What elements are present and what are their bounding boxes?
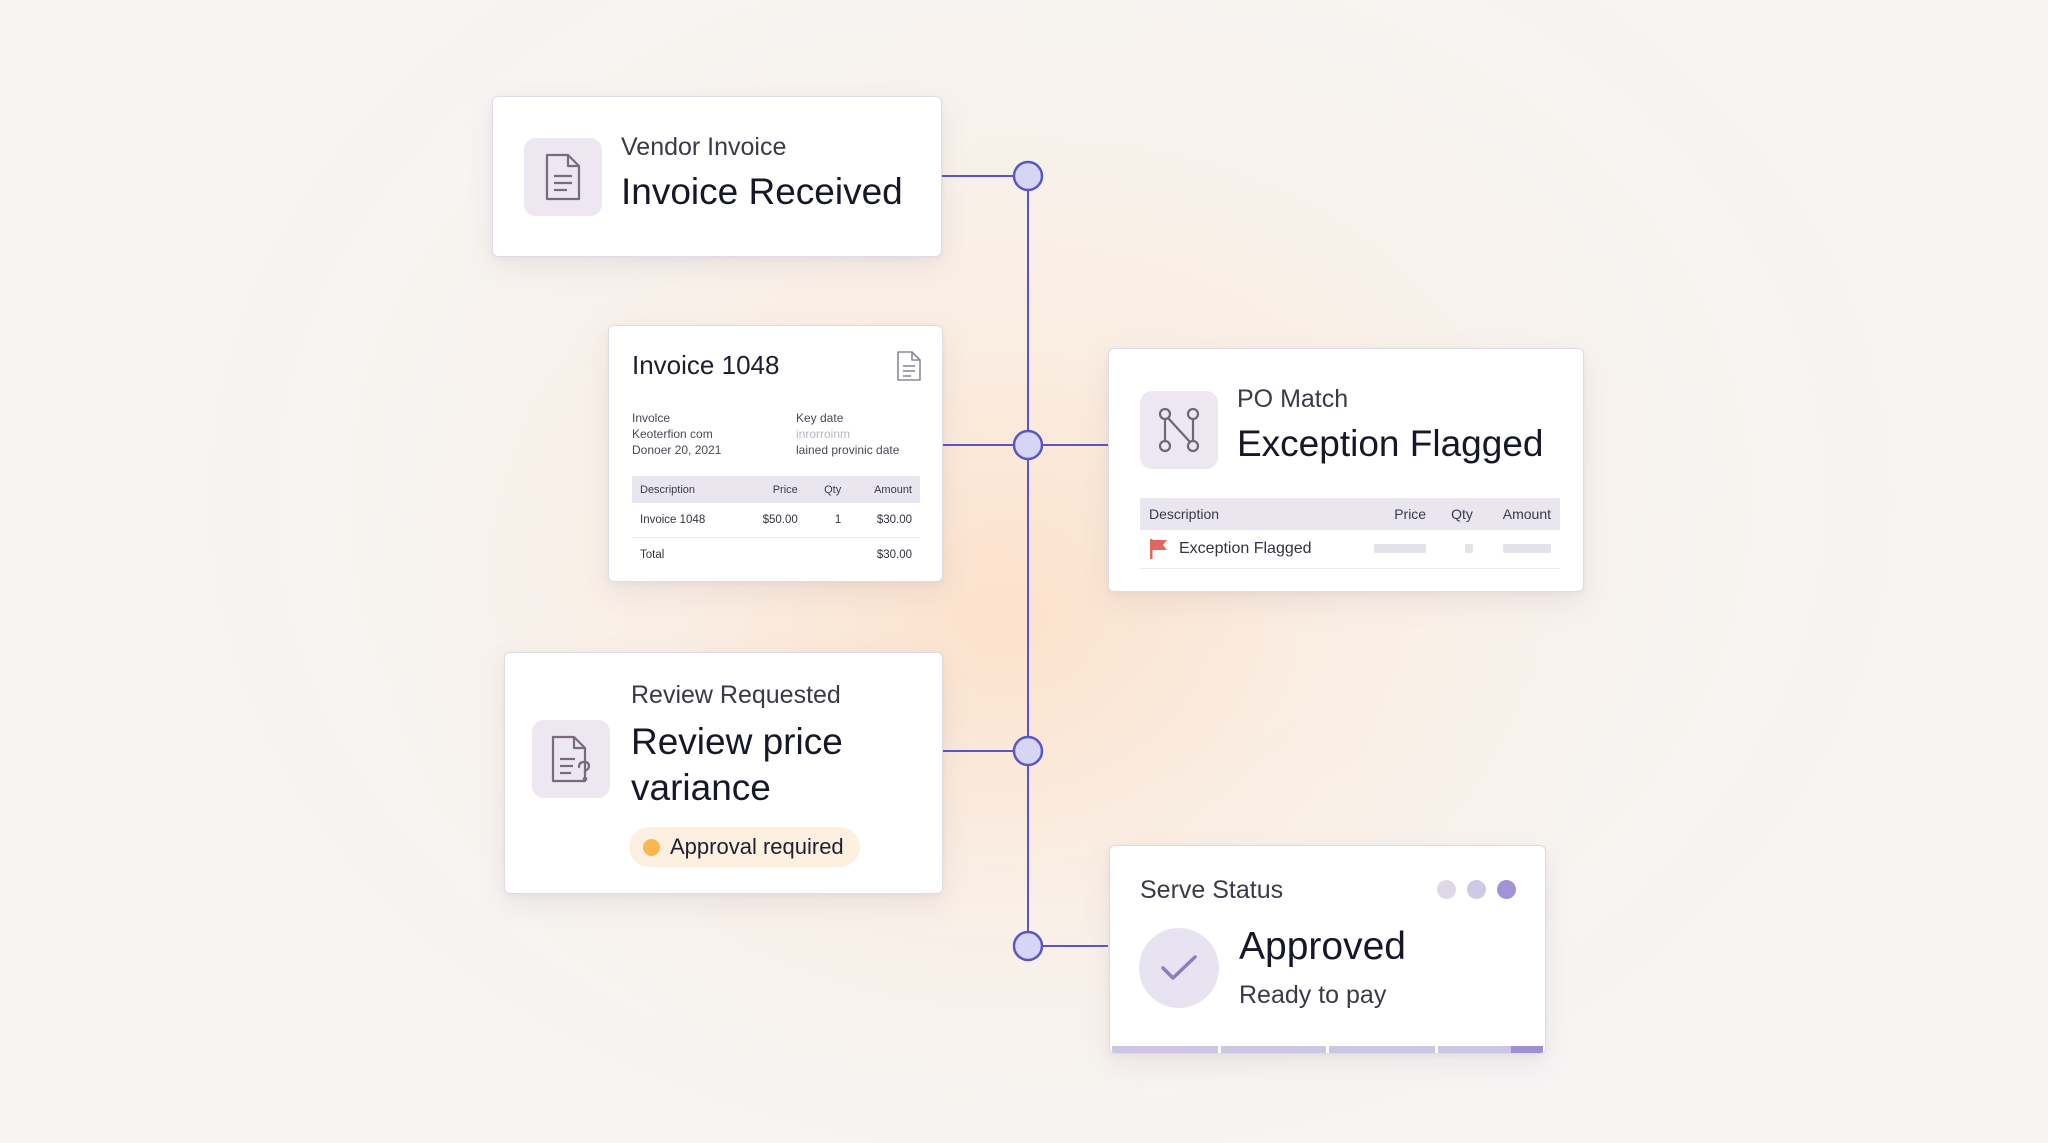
- table-cell: $50.00: [738, 503, 806, 538]
- document-icon: [524, 138, 602, 216]
- timeline-node-2: [1012, 429, 1044, 461]
- table-header-row: Description Price Qty Amount: [1140, 498, 1560, 530]
- progress-segment: [1437, 1046, 1543, 1053]
- document-question-icon: [532, 720, 610, 798]
- invoice-received-card[interactable]: Vendor Invoice Invoice Received: [492, 96, 942, 257]
- meta-line: Involce: [632, 411, 671, 425]
- step-dot: [1467, 880, 1486, 899]
- step-dot: [1437, 880, 1456, 899]
- column-header: Description: [632, 476, 739, 503]
- column-header: Price: [1352, 498, 1436, 530]
- column-header: Amount: [849, 476, 920, 503]
- merge-branch-icon: [1140, 391, 1218, 469]
- step-indicator: [1437, 880, 1516, 899]
- po-match-card[interactable]: PO Match Exception Flagged Description P…: [1108, 348, 1584, 592]
- table-cell: [1435, 530, 1482, 569]
- card-title: Invoice Received: [621, 171, 903, 212]
- table-cell: [1352, 530, 1436, 569]
- table-cell: Total: [640, 549, 665, 561]
- approval-status-badge: Approval required: [629, 827, 860, 867]
- meta-line: Donoer 20, 2021: [632, 443, 722, 457]
- column-header: Amount: [1481, 498, 1560, 530]
- card-subtitle: Ready to pay: [1239, 981, 1387, 1009]
- table-cell: $30.00: [849, 503, 920, 538]
- card-eyebrow: Vendor Invoice: [621, 133, 787, 161]
- step-dot-active: [1497, 880, 1516, 899]
- timeline-node-1: [1012, 160, 1044, 192]
- meta-line: Keoterfion com: [632, 427, 713, 441]
- progress-segment: [1220, 1046, 1326, 1053]
- flag-icon: [1150, 539, 1167, 559]
- table-cell: Invoice 1048: [632, 503, 739, 538]
- timeline-node-4: [1012, 930, 1044, 962]
- card-eyebrow: Review Requested: [631, 681, 841, 709]
- value-placeholder: [1464, 544, 1473, 554]
- meta-line: Key date: [796, 411, 844, 425]
- column-header: Price: [738, 476, 806, 503]
- table-cell: Exception Flagged: [1140, 530, 1353, 569]
- serve-status-card[interactable]: Serve Status Approved Ready to pay: [1109, 845, 1546, 1054]
- meta-line: inrorroinm: [796, 427, 851, 441]
- document-outline-icon: [896, 350, 922, 387]
- pending-dot-icon: [643, 838, 660, 856]
- table-cell: [1481, 530, 1560, 569]
- value-placeholder: [1503, 544, 1551, 554]
- table-cell: [806, 538, 849, 573]
- card-title: Review price variance: [631, 721, 843, 808]
- card-eyebrow: PO Match: [1237, 385, 1349, 413]
- table-cell: [739, 538, 806, 573]
- invoice-meta-left: Involce Keoterfion com Donoer 20, 2021: [632, 410, 721, 458]
- review-requested-card[interactable]: Review Requested Review price variance A…: [504, 652, 943, 894]
- card-title: Exception Flagged: [1237, 423, 1544, 464]
- exception-flag-cell: Exception Flagged: [1149, 538, 1344, 560]
- column-header: Qty: [805, 476, 850, 503]
- table-row-total: Total $30.00: [632, 538, 920, 573]
- card-title: Approved: [1239, 925, 1406, 968]
- invoice-line-table: Description Price Qty Amount Invoice 104…: [632, 476, 920, 572]
- table-row: Invoice 1048 $50.00 1 $30.00: [632, 503, 920, 538]
- meta-line: lained provinic date: [796, 443, 900, 457]
- progress-bar: [1112, 1046, 1543, 1053]
- progress-segment: [1329, 1046, 1435, 1053]
- exception-label: Exception Flagged: [1179, 540, 1312, 557]
- badge-label: Approval required: [670, 834, 844, 859]
- table-cell: $30.00: [876, 549, 912, 561]
- invoice-document-card[interactable]: Invoice 1048 Involce Keoterfion com Dono…: [608, 325, 943, 582]
- invoice-title: Invoice 1048: [632, 350, 780, 380]
- table-header-row: Description Price Qty Amount: [632, 476, 920, 503]
- check-icon: [1139, 928, 1219, 1008]
- table-cell: 1: [805, 503, 850, 538]
- timeline-node-3: [1012, 735, 1044, 767]
- card-eyebrow: Serve Status: [1140, 876, 1284, 904]
- po-match-table: Description Price Qty Amount Exception F…: [1140, 498, 1560, 569]
- table-row[interactable]: Exception Flagged: [1140, 530, 1560, 569]
- invoice-meta-right: Key date inrorroinm lained provinic date: [796, 410, 899, 458]
- progress-segment: [1112, 1046, 1218, 1053]
- column-header: Description: [1140, 498, 1353, 530]
- column-header: Qty: [1435, 498, 1482, 530]
- value-placeholder: [1374, 544, 1427, 554]
